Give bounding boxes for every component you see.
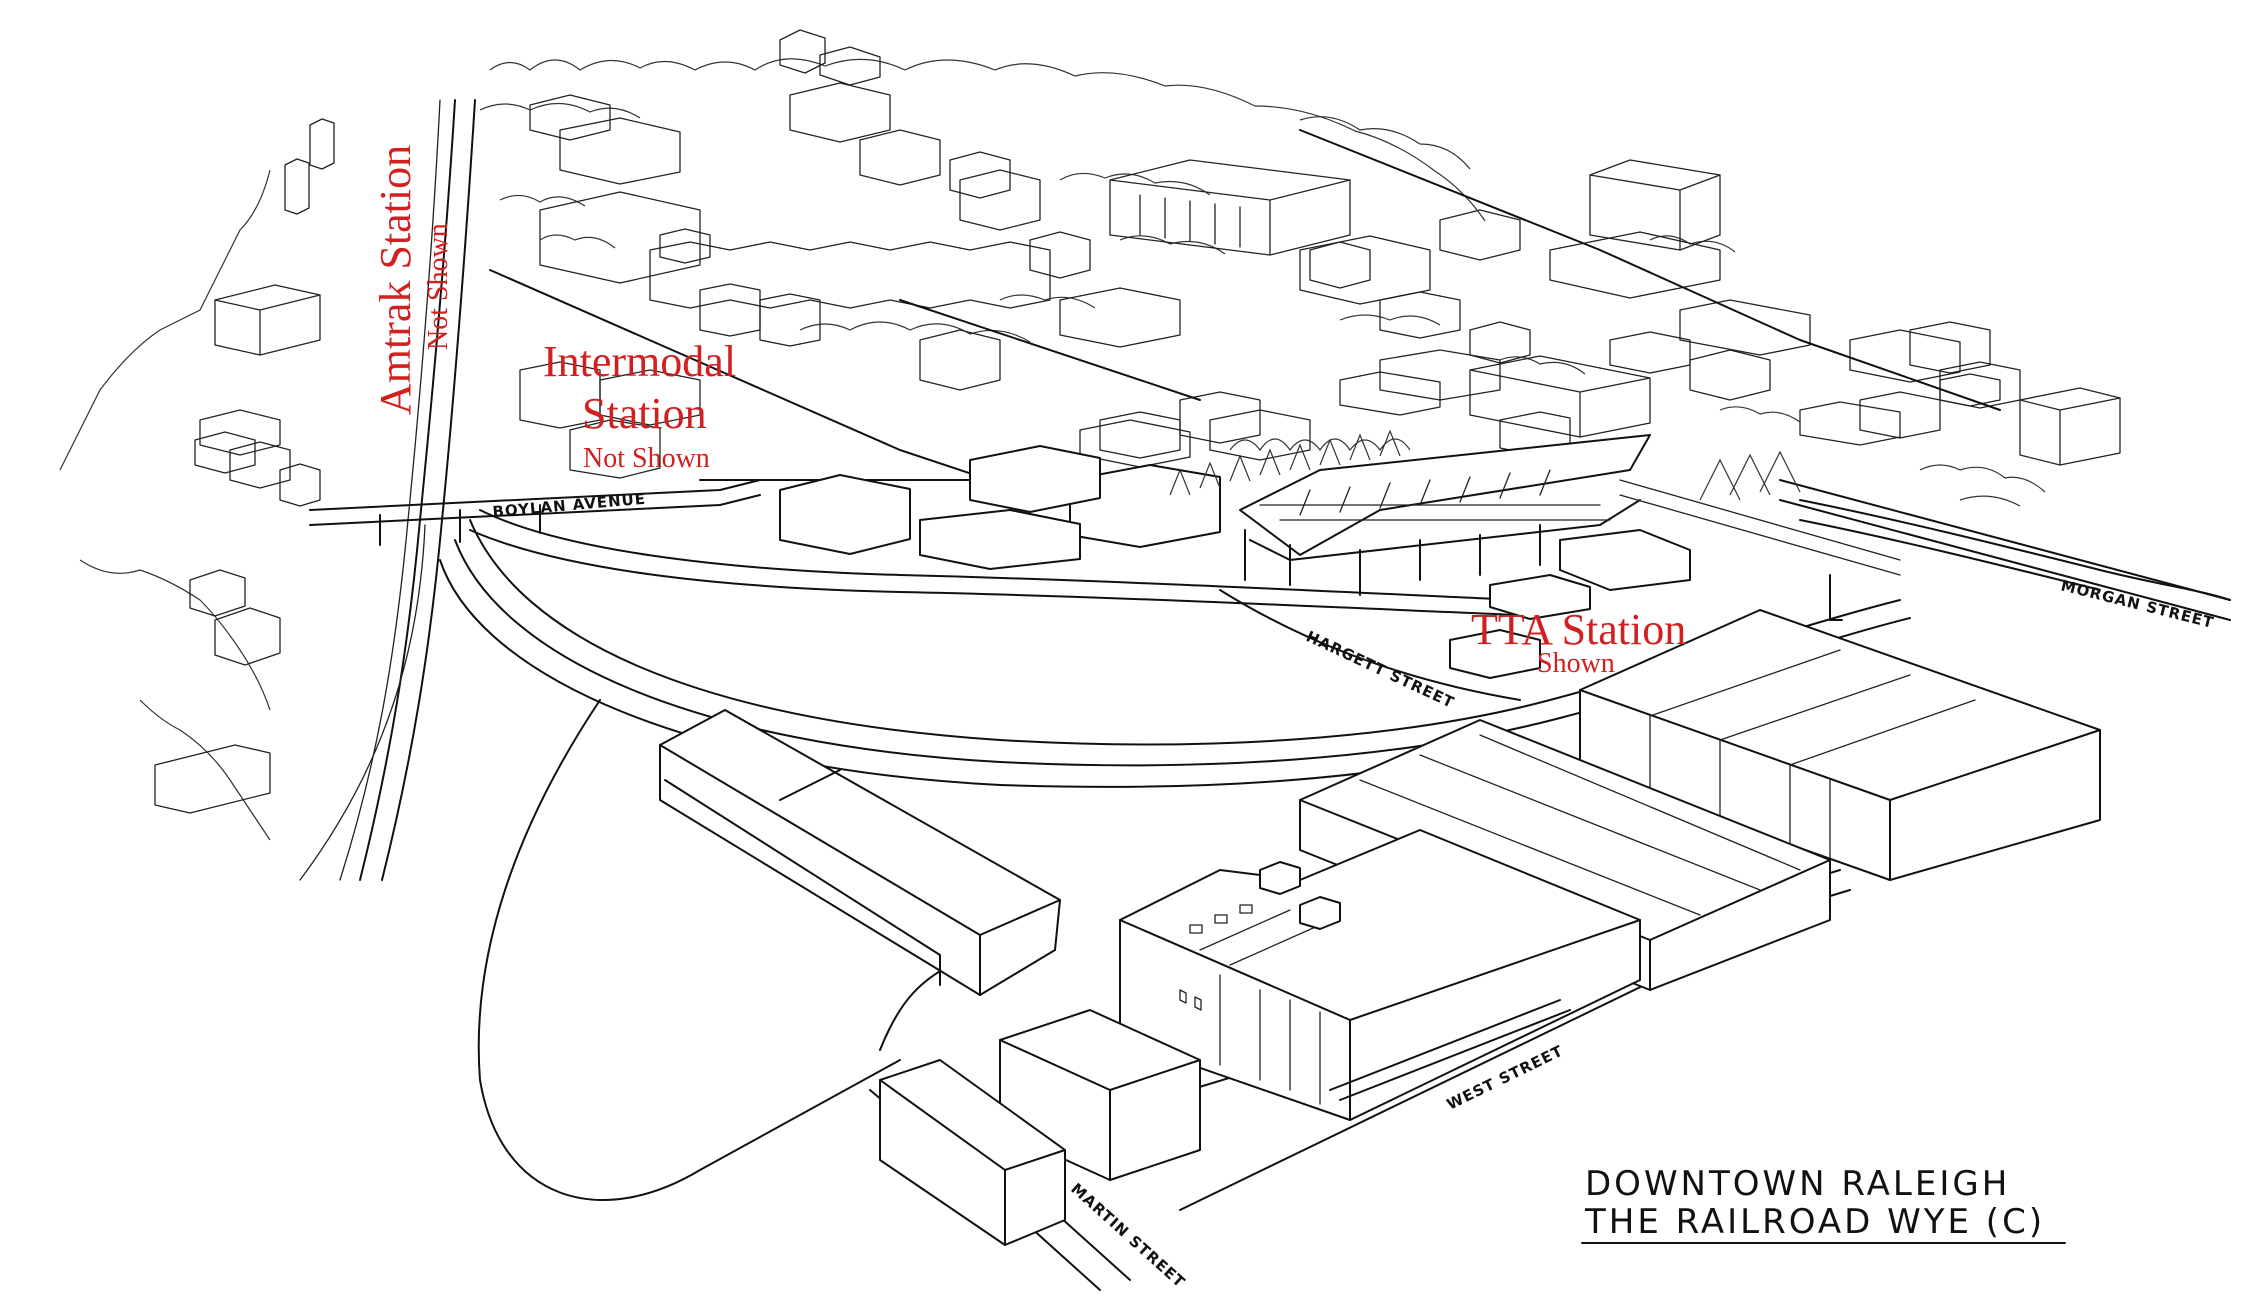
amtrak-status-label: Not Shown	[423, 223, 454, 350]
amtrak-station-label: Amtrak Station	[371, 145, 420, 415]
station-annotations: Amtrak Station Not Shown Intermodal Stat…	[371, 145, 1686, 679]
boylan-avenue-label: BOYLAN AVENUE	[492, 490, 647, 521]
tta-status-label: Shown	[1537, 648, 1615, 679]
martin-street-label: MARTIN STREET	[1067, 1180, 1189, 1292]
hargett-street-label: HARGETT STREET	[1303, 627, 1457, 712]
tta-station-label: TTA Station	[1471, 605, 1686, 654]
background-buildings	[154, 29, 2121, 814]
intermodal-status-label: Not Shown	[583, 443, 710, 474]
foreground-warehouses	[659, 609, 2101, 1246]
title-line-2: THE RAILROAD WYE (C)	[1584, 1202, 2045, 1242]
title-block: DOWNTOWN RALEIGH THE RAILROAD WYE (C)	[1581, 1164, 2066, 1244]
title-line-1: DOWNTOWN RALEIGH	[1585, 1164, 2010, 1204]
intermodal-station-label-line1: Intermodal	[543, 337, 736, 386]
intermodal-station-label-line2: Station	[582, 389, 707, 438]
morgan-street-label: MORGAN STREET	[2059, 576, 2216, 632]
tta-station-complex	[779, 429, 1901, 679]
